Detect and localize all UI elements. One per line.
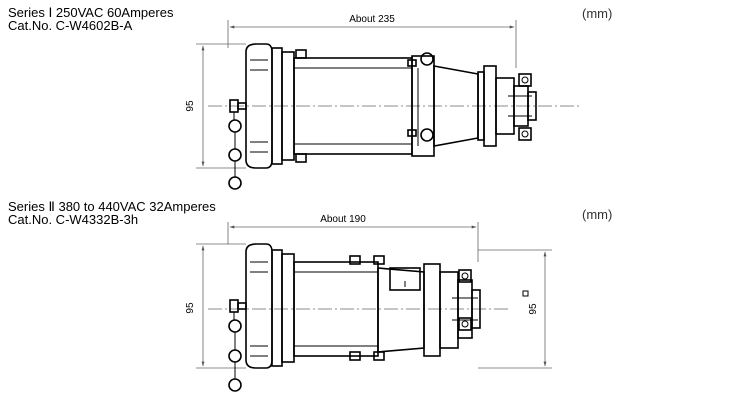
series2-drawing: About 190 95 95 — [185, 214, 552, 392]
series1-title: Series Ⅰ 250VAC 60Amperes — [8, 5, 174, 20]
series2-unit: (mm) — [582, 207, 613, 222]
series1-length-dim: About 235 — [349, 14, 395, 25]
series1-height-dim: 95 — [185, 100, 196, 112]
series1-catno: Cat.No. C-W4602B-A — [8, 18, 133, 33]
series2-title: Series Ⅱ 380 to 440VAC 32Amperes — [8, 199, 216, 214]
series1-unit: (mm) — [582, 6, 613, 21]
series2-length-dim: About 190 — [320, 214, 366, 225]
series2-catno: Cat.No. C-W4332B-3h — [8, 212, 139, 227]
series2-height-dim-left: 95 — [185, 302, 196, 314]
series1-drawing: About 235 95 — [185, 14, 580, 190]
series2-height-dim-right: 95 — [528, 303, 539, 315]
